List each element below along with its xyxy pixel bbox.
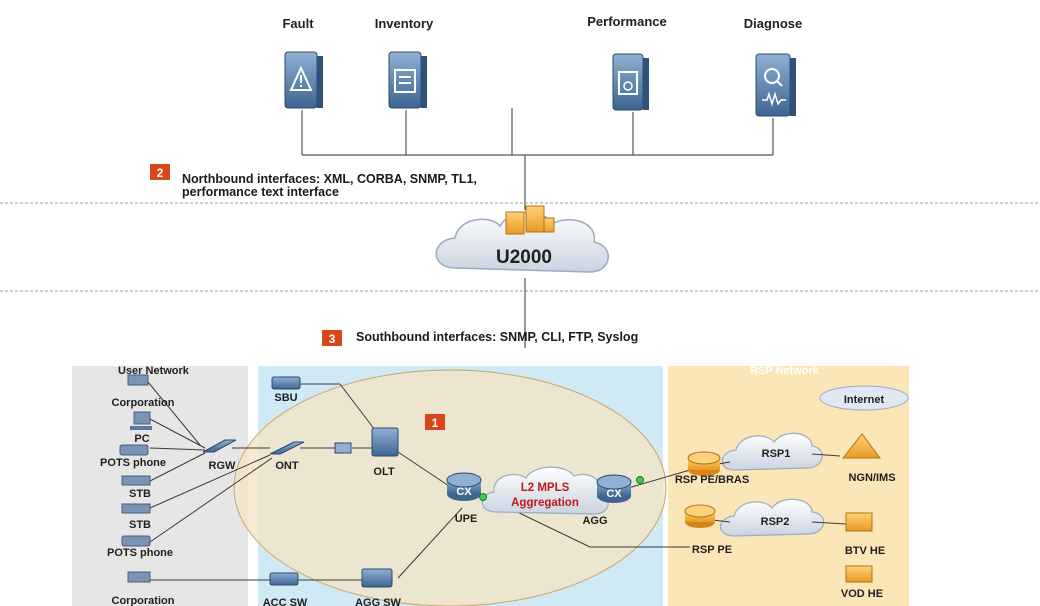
u2000-nms: U2000: [435, 205, 609, 273]
pe-bras-router-icon: [687, 451, 721, 476]
user-device-label: POTS phone: [100, 457, 166, 469]
southbound-interfaces: 3 Southbound interfaces: SNMP, CLI, FTP,…: [322, 330, 638, 346]
agg-router: CX: [596, 474, 644, 503]
acc-switch-icon: [269, 572, 299, 586]
agg-switch-icon: [361, 568, 393, 588]
computer-icon: [127, 571, 151, 583]
stb-icon: [121, 475, 151, 486]
northbound-interfaces: 2 Northbound interfaces: XML, CORBA, SNM…: [150, 164, 477, 199]
rsp-network-label: RSP Network: [750, 365, 820, 377]
northbound-text-line1: Northbound interfaces: XML, CORBA, SNMP,…: [182, 172, 477, 186]
tool-bus: [301, 108, 774, 210]
northbound-badge: [150, 164, 170, 180]
pe-label: RSP PE: [692, 544, 732, 556]
u2000-label: U2000: [496, 247, 552, 268]
mpls-label-line1: L2 MPLS: [521, 482, 570, 494]
sbu-icon: [271, 376, 301, 390]
access-device-label: RGW: [209, 460, 237, 472]
access-devices: SBU RGW ONT OLT ACC SW AGG SW: [202, 376, 402, 606]
upe-label: UPE: [455, 513, 478, 525]
rsp2-label: RSP2: [761, 516, 790, 528]
user-device-label: STB: [129, 519, 151, 531]
tool-inventory: Inventory: [375, 16, 434, 109]
pe-bras-label: RSP PE/BRAS: [675, 474, 749, 486]
vod-label: VOD HE: [841, 588, 883, 600]
user-device-label: Corporation: [112, 397, 175, 409]
southbound-badge: [322, 330, 342, 346]
mpls-label-line2: Aggregation: [511, 497, 579, 509]
rsp1-cloud: RSP1: [721, 432, 823, 471]
northbound-text-line2: performance text interface: [182, 185, 339, 199]
inventory-icon: [388, 51, 427, 109]
phone-icon: [121, 535, 151, 547]
user-device-label: PC: [134, 433, 149, 445]
stb-icon: [121, 503, 151, 514]
fault-icon: [284, 51, 323, 109]
tool-label-diagnose: Diagnose: [744, 16, 803, 31]
user-device-label: Corporation: [112, 595, 175, 606]
tool-diagnose: Diagnose: [744, 16, 803, 117]
performance-icon: [612, 53, 649, 111]
tool-label-performance: Performance: [587, 14, 666, 29]
olt-icon: [371, 427, 399, 457]
computer-icon: [127, 374, 149, 386]
phone-icon: [119, 444, 149, 456]
ngn-ims-label: NGN/IMS: [848, 472, 895, 484]
rsp2-cloud: RSP2: [719, 498, 825, 537]
server-icon: [505, 205, 555, 235]
user-network-label: User Network: [118, 365, 190, 377]
rsp1-label: RSP1: [762, 448, 791, 460]
aggregation-badge: [425, 414, 445, 430]
rsp-network: Internet RSP1 RSP2 RSP PE/BRAS RSP PE NG…: [675, 385, 909, 600]
tool-label-inventory: Inventory: [375, 16, 434, 31]
internet-cloud: Internet: [819, 385, 909, 411]
access-device-label: AGG SW: [355, 597, 401, 606]
status-dot: [636, 476, 644, 484]
upe-router: CX: [446, 472, 487, 501]
aggregation-badge-number: 1: [432, 416, 439, 430]
user-device-label: POTS phone: [107, 547, 173, 559]
ngn-ims-icon: [841, 433, 881, 459]
access-device-label: SBU: [274, 392, 297, 404]
tool-label-fault: Fault: [282, 16, 314, 31]
ont-icon: [269, 441, 305, 455]
tool-fault: Fault: [282, 16, 323, 109]
diagnose-icon: [755, 53, 796, 117]
user-devices: Corporation PC POTS phone STB STB POTS p…: [100, 374, 175, 606]
upe-cx-label: CX: [456, 486, 472, 498]
mpls-aggregation-cloud: L2 MPLS Aggregation: [481, 466, 609, 515]
southbound-text: Southbound interfaces: SNMP, CLI, FTP, S…: [356, 330, 638, 344]
status-dot: [479, 493, 487, 501]
btv-label: BTV HE: [845, 545, 885, 557]
southbound-badge-number: 3: [329, 332, 336, 346]
access-device-label: OLT: [373, 466, 394, 478]
agg-label: AGG: [582, 515, 607, 527]
user-network-zone: [72, 366, 248, 606]
pe-router-icon: [684, 504, 716, 528]
pc-icon: [130, 411, 152, 430]
internet-label: Internet: [844, 394, 885, 406]
vod-server-icon: [845, 565, 873, 583]
northbound-badge-number: 2: [157, 166, 164, 180]
tool-performance: Performance: [587, 14, 667, 111]
btv-server-icon: [845, 512, 873, 532]
access-device-label: ONT: [275, 460, 299, 472]
rgw-icon: [202, 439, 237, 453]
user-device-label: STB: [129, 488, 151, 500]
agg-cx-label: CX: [606, 488, 622, 500]
access-device-label: ACC SW: [263, 597, 308, 606]
splitter-icon: [334, 442, 352, 454]
